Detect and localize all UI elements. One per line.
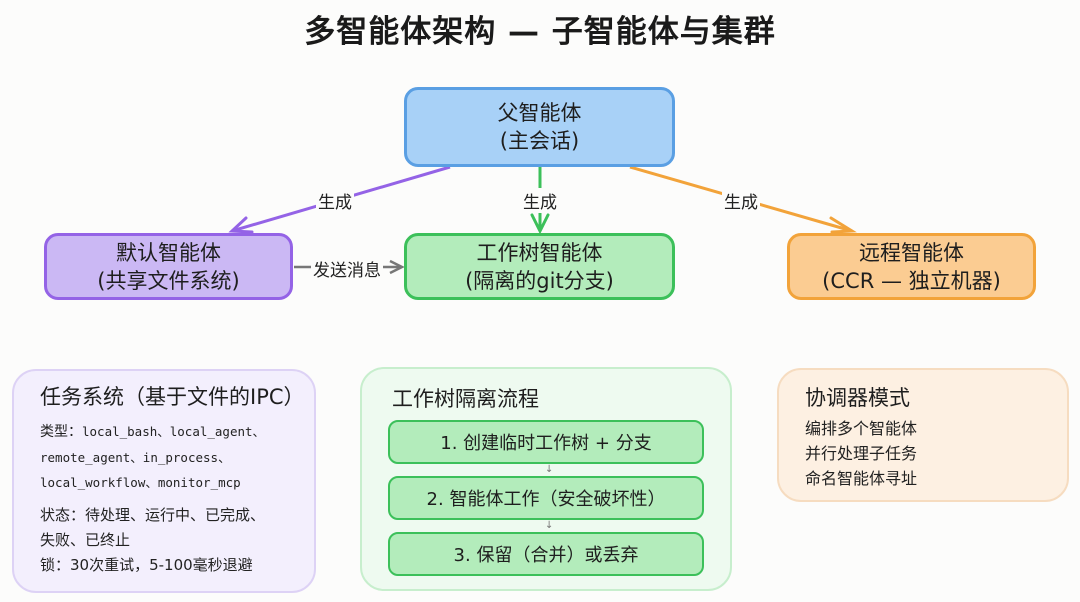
worktree-agent-name: 工作树智能体 — [476, 240, 603, 265]
flow-step-1: 1. 创建临时工作树 + 分支 — [388, 420, 704, 464]
diagram-title: 多智能体架构 — 子智能体与集群 — [304, 14, 776, 50]
remote-agent-desc: (CCR — 独立机器) — [822, 268, 1001, 293]
coordinator-item: 编排多个智能体 — [805, 419, 918, 438]
task-system-panel: 任务系统（基于文件的IPC） 类型：local_bash、local_agent… — [12, 369, 316, 593]
worktree-flow-title: 工作树隔离流程 — [392, 387, 539, 411]
task-lock-line: 锁：30次重试，5-100毫秒退避 — [40, 556, 253, 574]
worktree-flow-panel: 工作树隔离流程 1. 创建临时工作树 + 分支 ↓ 2. 智能体工作（安全破坏性… — [360, 367, 732, 591]
send-message-label: 发送消息 — [311, 256, 383, 281]
spawn-worktree-arrowhead — [530, 213, 550, 235]
flow-step-3: 3. 保留（合并）或丢弃 — [388, 532, 704, 576]
remote-agent-node: 远程智能体 (CCR — 独立机器) — [787, 233, 1036, 300]
flow-arrow-icon: ↓ — [545, 464, 554, 475]
spawn-default-arrowhead — [228, 216, 254, 234]
parent-agent-desc: (主会话) — [499, 129, 580, 153]
task-system-body: 类型：local_bash、local_agent、 remote_agent、… — [40, 419, 330, 578]
task-types-label: 类型： — [40, 424, 82, 440]
spawn-default-label: 生成 — [316, 188, 354, 213]
coordinator-item: 命名智能体寻址 — [805, 469, 918, 488]
task-status-line-2: 失败、已终止 — [40, 531, 131, 549]
flow-step-2: 2. 智能体工作（安全破坏性） — [388, 476, 704, 520]
send-message-arrowhead — [389, 259, 405, 275]
spawn-worktree-label: 生成 — [521, 188, 559, 213]
task-types-line-3: local_workflow、monitor_mcp — [40, 475, 241, 490]
task-types-line-1: local_bash、local_agent、 — [82, 424, 266, 439]
spawn-remote-arrowhead — [829, 216, 857, 234]
remote-agent-name: 远程智能体 — [859, 240, 964, 265]
task-types-row-1: 类型：local_bash、local_agent、 — [40, 419, 330, 445]
parent-agent-node: 父智能体 (主会话) — [404, 87, 675, 167]
default-agent-node: 默认智能体 (共享文件系统) — [44, 233, 293, 300]
flow-arrow-icon: ↓ — [545, 520, 554, 531]
coordinator-item: 并行处理子任务 — [805, 444, 918, 463]
coordinator-list: 编排多个智能体 并行处理子任务 命名智能体寻址 — [805, 416, 917, 491]
worktree-agent-desc: (隔离的git分支) — [465, 268, 614, 293]
task-status-line-1: 状态：待处理、运行中、已完成、 — [40, 506, 266, 524]
default-agent-desc: (共享文件系统) — [97, 268, 240, 293]
task-types-line-2: remote_agent、in_process、 — [40, 450, 231, 465]
coordinator-panel: 协调器模式 编排多个智能体 并行处理子任务 命名智能体寻址 — [777, 368, 1069, 502]
worktree-agent-node: 工作树智能体 (隔离的git分支) — [404, 233, 675, 300]
parent-agent-name: 父智能体 — [497, 101, 582, 125]
task-system-title: 任务系统（基于文件的IPC） — [40, 385, 305, 409]
coordinator-title: 协调器模式 — [805, 386, 910, 410]
default-agent-name: 默认智能体 — [116, 240, 221, 265]
spawn-remote-label: 生成 — [722, 188, 760, 213]
